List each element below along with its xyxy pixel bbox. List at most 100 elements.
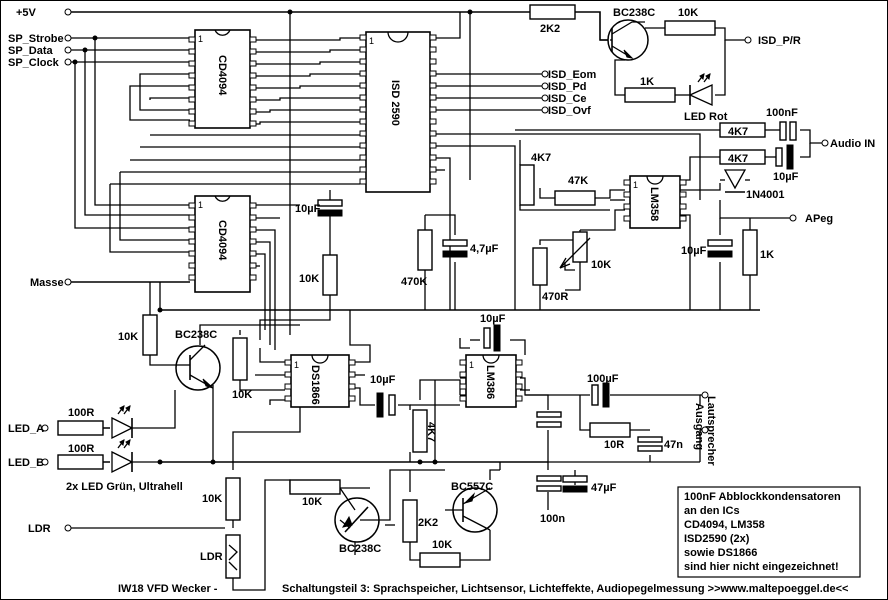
ic-cd4094-top: 1 CD4094 — [188, 29, 257, 129]
label-10k-ds: 10K — [232, 389, 252, 401]
footer: IW18 VFD Wecker - Schaltungsteil 3: Spra… — [118, 583, 848, 595]
label-4k7-b: 4K7 — [728, 153, 748, 165]
note-box: 100nF Abblockkondensatoren an den ICs CD… — [677, 486, 861, 578]
label-10uf-apeg: 10µF — [681, 245, 707, 257]
label-10uf-386: 10µF — [370, 374, 396, 386]
ic-label-ds1866: DS1866 — [309, 365, 321, 405]
transistor-q2 — [175, 344, 221, 391]
resistor-2k2-top — [529, 4, 576, 20]
ic-label-lm358: LM358 — [648, 187, 660, 221]
label-10k-q4: 10K — [432, 539, 452, 551]
ic-label-lm386: LM386 — [484, 365, 496, 399]
label-100uf: 100µF — [587, 373, 619, 385]
resistor-10k-q4 — [419, 552, 461, 568]
net-vcc: +5V — [16, 7, 37, 19]
net-isd-eom: ISD_Eom — [548, 69, 597, 81]
label-1k-led: 1K — [640, 76, 654, 88]
label-2k2-bot: 2K2 — [418, 517, 438, 529]
note-line2: an den ICs — [684, 505, 740, 517]
speaker-label: Lautsprecher Ausgang — [693, 396, 717, 466]
label-10uf-isd: 10µF — [295, 203, 321, 215]
label-47n: 47n — [664, 439, 683, 451]
net-data: SP_Data — [8, 45, 54, 57]
resistor-470r — [532, 247, 548, 286]
footer-left: IW18 VFD Wecker - — [118, 583, 218, 595]
resistor-10k-pot — [572, 231, 588, 263]
ic-label-isd: ISD 2590 — [389, 80, 401, 126]
label-led-rot: LED Rot — [684, 111, 728, 123]
capacitors — [317, 121, 797, 493]
note-line6: sind hier nicht eingezeichnet! — [684, 561, 839, 573]
transistor-q3 — [334, 487, 380, 543]
resistor-470k — [417, 229, 433, 271]
net-labels: +5V SP_Strobe SP_Data SP_Clock Masse LED… — [8, 7, 875, 535]
label-10k-q3: 10K — [302, 496, 322, 508]
label-470k: 470K — [401, 276, 427, 288]
ic-label-cd4094-top: CD4094 — [216, 55, 228, 96]
note-line5: sowie DS1866 — [684, 547, 757, 559]
label-4k7-a: 4K7 — [728, 126, 748, 138]
note-line4: ISD2590 (2x) — [684, 533, 750, 545]
note-line1: 100nF Abblockkondensatoren — [684, 491, 841, 503]
ldr-sensor — [225, 534, 241, 579]
ic-lm358: 1 LM358 — [623, 175, 687, 229]
label-4u7: 4,7µF — [470, 243, 499, 255]
net-isd-ovf: ISD_Ovf — [548, 105, 591, 117]
resistor-10k-q1 — [664, 20, 716, 36]
pin1-marker: 1 — [294, 360, 299, 370]
resistor-1k-apeg — [742, 229, 758, 276]
resistor-1k-led — [624, 87, 676, 103]
transistor-q4 — [445, 487, 498, 533]
net-audio-in: Audio IN — [830, 138, 875, 150]
led-a — [111, 405, 134, 440]
label-10k-pot: 10K — [591, 259, 611, 271]
pin1-marker: 1 — [469, 360, 474, 370]
label-100r-a: 100R — [68, 407, 94, 419]
resistor-100r-b — [57, 454, 104, 470]
label-10k-isd: 10K — [299, 273, 319, 285]
label-100n: 100n — [540, 513, 565, 525]
resistor-10k-isd — [322, 254, 338, 296]
label-10r: 10R — [604, 439, 624, 451]
label-4k7-386: 4K7 — [425, 422, 437, 442]
label-4k7-c: 4K7 — [531, 152, 551, 164]
resistor-4k7-b — [719, 149, 766, 165]
net-isd-pr: ISD_P/R — [758, 35, 801, 47]
label-10uf-in: 10µF — [773, 171, 799, 183]
net-apeg: APeg — [805, 213, 833, 225]
wiring — [68, 9, 825, 591]
ic-ds1866: 1 DS1866 — [284, 354, 356, 408]
label-q1: BC238C — [613, 7, 655, 19]
transistor-q1 — [607, 19, 649, 61]
label-100r-b: 100R — [68, 443, 94, 455]
net-strobe: SP_Strobe — [8, 33, 64, 45]
net-ldr: LDR — [28, 523, 51, 535]
label-1k-apeg: 1K — [760, 249, 774, 261]
label-q2: BC238C — [175, 329, 217, 341]
resistor-2k2-bot — [402, 499, 418, 543]
ic-lm386: 1 LM386 — [459, 354, 523, 408]
diode-1n4001 — [723, 169, 747, 193]
resistors — [57, 4, 766, 568]
resistor-10k-q3 — [289, 479, 341, 495]
resistor-10k-ldr — [225, 477, 241, 521]
net-masse: Masse — [30, 277, 64, 289]
led-b — [111, 439, 134, 474]
label-led-gruen: 2x LED Grün, Ultrahell — [66, 481, 183, 493]
resistor-10k-ds — [232, 337, 248, 381]
net-isd-ce: ISD_Ce — [548, 93, 587, 105]
resistor-10r — [589, 422, 631, 438]
part-labels: 2K2 BC238C 10K 1K LED Rot 4K7 4K7 100nF … — [66, 7, 799, 563]
label-ldr: LDR — [200, 551, 223, 563]
resistor-4k7-a — [719, 122, 766, 138]
label-10k-ldr: 10K — [202, 493, 222, 505]
resistor-47k — [554, 190, 596, 206]
label-q3: BC238C — [339, 543, 381, 555]
label-100nf-in: 100nF — [766, 107, 798, 119]
resistor-4k7-386 — [412, 409, 428, 453]
ic-cd4094-bottom: 1 CD4094 — [188, 195, 257, 293]
net-isd-pd: ISD_Pd — [548, 81, 587, 93]
connectors — [41, 8, 829, 532]
label-2k2-top: 2K2 — [540, 23, 560, 35]
